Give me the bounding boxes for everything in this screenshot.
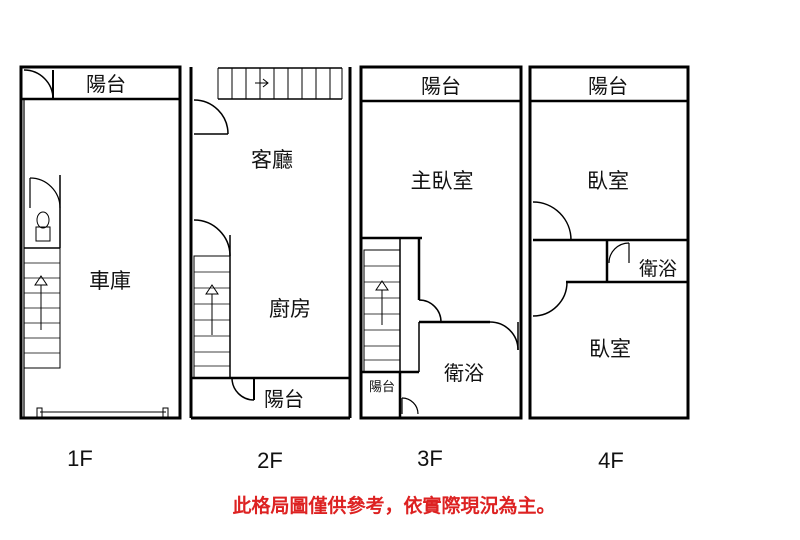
floor-4f-plan	[528, 65, 690, 420]
room-label-1f-balcony: 陽台	[86, 72, 126, 96]
room-label-4f-balcony: 陽台	[588, 74, 628, 98]
floor-label-3f: 3F	[417, 446, 443, 471]
floor-label-1f: 1F	[67, 446, 93, 471]
room-label-4f-bath: 衛浴	[639, 258, 677, 280]
floor-3f-plan	[359, 65, 523, 420]
room-label-3f-small-balcony: 陽台	[369, 380, 395, 395]
floor-label-4f: 4F	[598, 448, 624, 473]
room-label-3f-balcony: 陽台	[421, 74, 461, 98]
floor-2f-plan	[189, 67, 352, 420]
floor-1f-plan	[19, 65, 182, 420]
room-label-1f-garage: 車庫	[89, 269, 131, 293]
room-label-4f-bedroom-bottom: 臥室	[589, 337, 631, 361]
room-label-4f-bedroom-top: 臥室	[587, 169, 629, 193]
room-label-3f-master: 主臥室	[411, 169, 474, 193]
room-label-2f-kitchen: 廚房	[269, 297, 311, 321]
room-label-2f-balcony: 陽台	[264, 387, 304, 411]
disclaimer-text: 此格局圖僅供參考，依實際現況為主。	[232, 494, 555, 517]
room-label-3f-bath: 衛浴	[444, 361, 484, 385]
room-label-2f-living: 客廳	[251, 148, 293, 172]
floor-label-2f: 2F	[257, 448, 283, 473]
